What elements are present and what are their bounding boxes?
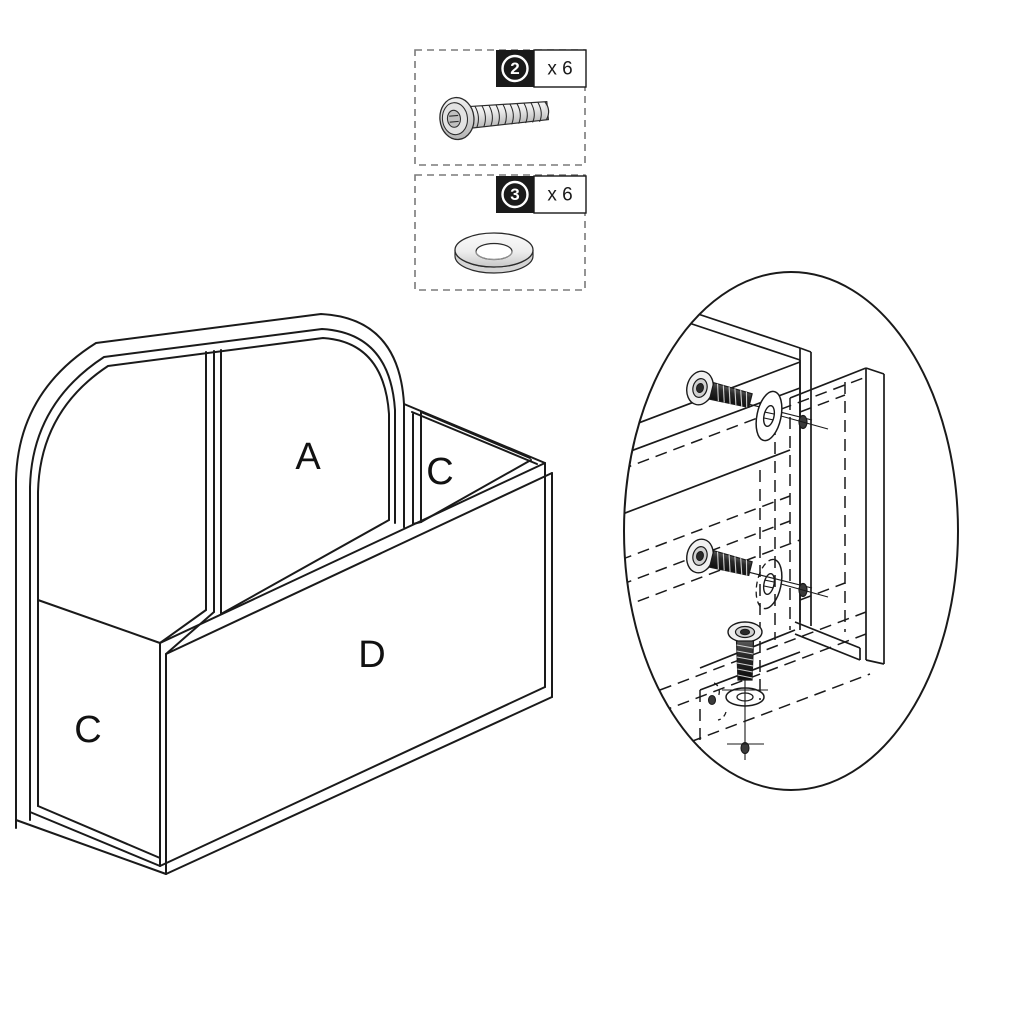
panel-a-top-outer-edge (15, 313, 405, 538)
lower-through-hole (740, 741, 750, 755)
lower-small-hole (707, 694, 717, 706)
middle-target-hole (780, 582, 829, 598)
detail-lower-shelf-bottom (794, 633, 861, 661)
middle-bolt-assembly (686, 538, 829, 610)
hidden-line-diag-3 (624, 520, 791, 586)
badge-3-circle (501, 180, 529, 209)
middle-bolt (686, 538, 753, 577)
lower-hidden-hole-marks (713, 682, 727, 721)
detail-callout-ellipse (623, 271, 959, 791)
badge-2-number: 2 (510, 59, 519, 78)
panel-c-left-bottom-edge-outer (15, 819, 167, 875)
detail-right-frame-cap-bottom (865, 659, 885, 665)
inner-shelf-edge-upper (220, 519, 390, 615)
middle-hole-axis (780, 583, 829, 598)
panel-a-front-plane-edge (37, 337, 390, 601)
middle-washer-outer-hidden (755, 558, 775, 610)
detail-board-right-top-cap (799, 347, 812, 353)
bolt-tip (544, 101, 550, 121)
hidden-line-diag-2 (624, 495, 791, 561)
panel-label-c-top: C (426, 451, 453, 493)
badge-3-qty-background (533, 175, 587, 214)
hidden-line-diag-1 (624, 376, 867, 471)
panel-label-c-left: C (74, 709, 101, 751)
middle-bolt-hex-socket (696, 550, 704, 562)
parts-badge-2: 2 x 6 (496, 49, 587, 88)
panel-d-bottom-edge-outer (159, 686, 546, 867)
detail-right-frame-top-lead (789, 367, 867, 399)
detail-hidden-lines (624, 376, 871, 770)
panel-c-top-rail-inner (411, 411, 538, 465)
washer-hole-inner-shadow (475, 251, 513, 260)
middle-washer (755, 558, 783, 610)
hidden-line-diag-4 (624, 539, 801, 609)
parts-badge-3: 3 x 6 (496, 175, 587, 214)
panel-c-left-bottom-inner (37, 805, 161, 859)
lower-bolt-assembly (707, 621, 768, 760)
lower-bolt (727, 621, 763, 681)
inner-shelf-edge-left-inner (165, 611, 215, 655)
lower-seat-outer (725, 687, 765, 707)
panel-label-a: A (295, 436, 321, 478)
detail-board-top-edge-2 (679, 319, 801, 361)
bolt-hex-socket-facets (449, 114, 459, 123)
panel-c-left-top-edge (37, 599, 161, 644)
upper-hole-axis (780, 415, 829, 430)
middle-washer-hole-facets (763, 579, 775, 589)
middle-washer-hole (762, 572, 776, 596)
detail-board-top-edge-1 (679, 307, 801, 349)
hidden-frame-inner-bottom (799, 582, 846, 601)
detail-rail-face-third (624, 449, 791, 516)
panel-d-top-edge-inner (165, 472, 553, 655)
lower-bolt-shaft (735, 640, 755, 681)
detail-lower-shelf-top (794, 621, 861, 649)
detail-callout-contents (624, 307, 885, 770)
magazine-rack-isometric (15, 313, 553, 875)
upper-washer (755, 390, 783, 442)
badge-3-quantity: x 6 (547, 185, 572, 206)
parts-box-3: 3 x 6 (414, 174, 587, 291)
middle-bolt-thread-highlights (716, 551, 748, 576)
lower-bolt-thread-highlights (736, 644, 754, 679)
badge-3-number: 3 (510, 185, 519, 204)
hidden-line-diag-7 (689, 673, 871, 743)
lower-seat-hole (736, 692, 754, 702)
bolt-head-inner-ring (441, 102, 468, 136)
hidden-frame-inner-top (799, 394, 846, 413)
lower-bolt-hex-socket (739, 628, 751, 636)
upper-bolt-assembly (686, 370, 829, 442)
middle-washer-outer-visible (763, 558, 783, 610)
flat-washer-icon (454, 232, 534, 274)
badge-2-qty-background (533, 49, 587, 88)
lower-washer-seat (722, 687, 768, 707)
inner-shelf-edge-left (159, 609, 207, 644)
panel-c-top-rail-third (420, 411, 531, 459)
upper-bolt-thread-highlights (716, 383, 748, 408)
badge-2-circle (501, 54, 529, 83)
detail-right-frame-cap-top (865, 367, 885, 375)
upper-washer-hole (762, 404, 776, 428)
panel-a-top-inner-edge (29, 328, 396, 537)
hex-socket-button-head-bolt-icon (439, 96, 550, 141)
panel-d-bottom-edge (165, 696, 553, 875)
panel-c-left-bottom-edge (29, 811, 161, 867)
upper-washer-hole-facets (763, 411, 775, 421)
upper-target-hole (780, 414, 829, 430)
parts-box-3-dashed-border (414, 174, 586, 291)
bolt-hex-socket (446, 109, 461, 128)
panel-label-d: D (358, 634, 385, 676)
upper-bolt (686, 370, 753, 409)
panel-labels: A C D C (74, 436, 453, 751)
badge-2-quantity: x 6 (547, 59, 572, 80)
upper-bolt-hex-socket (696, 382, 704, 394)
parts-box-2: 2 x 6 (414, 49, 587, 166)
